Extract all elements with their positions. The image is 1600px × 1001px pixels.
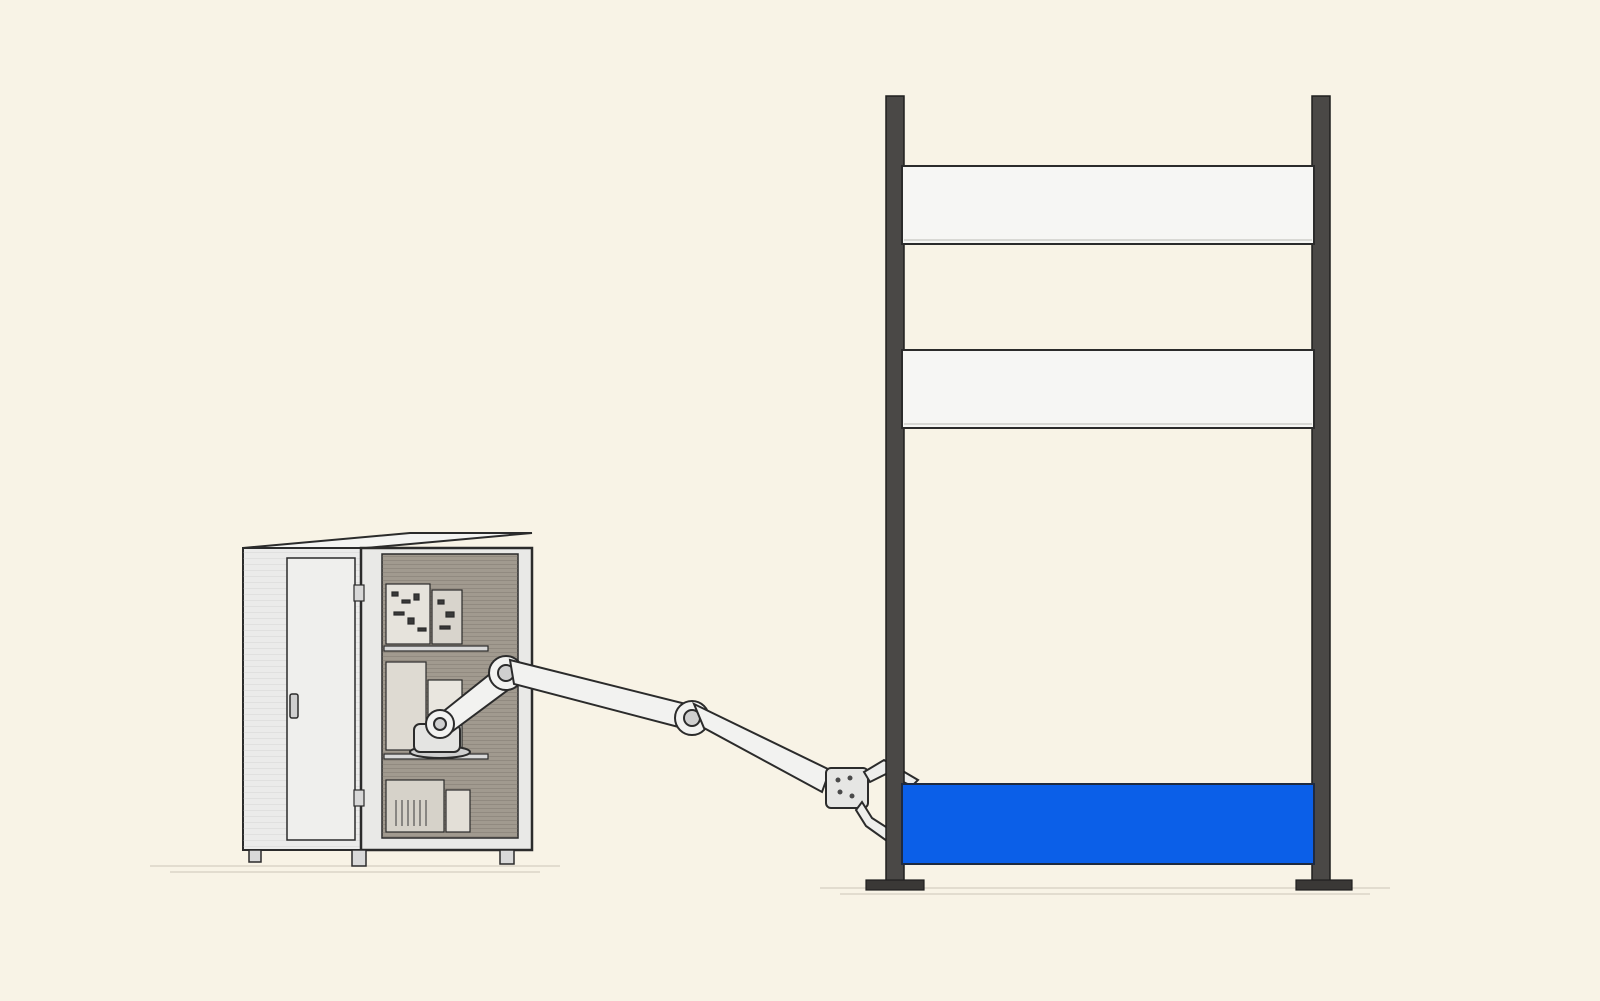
rack-slot-3-filled <box>901 783 1315 865</box>
shelf-rack-icon <box>865 95 1353 891</box>
server-cabinet-icon <box>242 532 534 867</box>
rack-slot-1 <box>901 165 1315 245</box>
door-handle <box>289 693 299 719</box>
rack-slot-2 <box>901 349 1315 429</box>
cabinet-contents <box>385 583 471 833</box>
